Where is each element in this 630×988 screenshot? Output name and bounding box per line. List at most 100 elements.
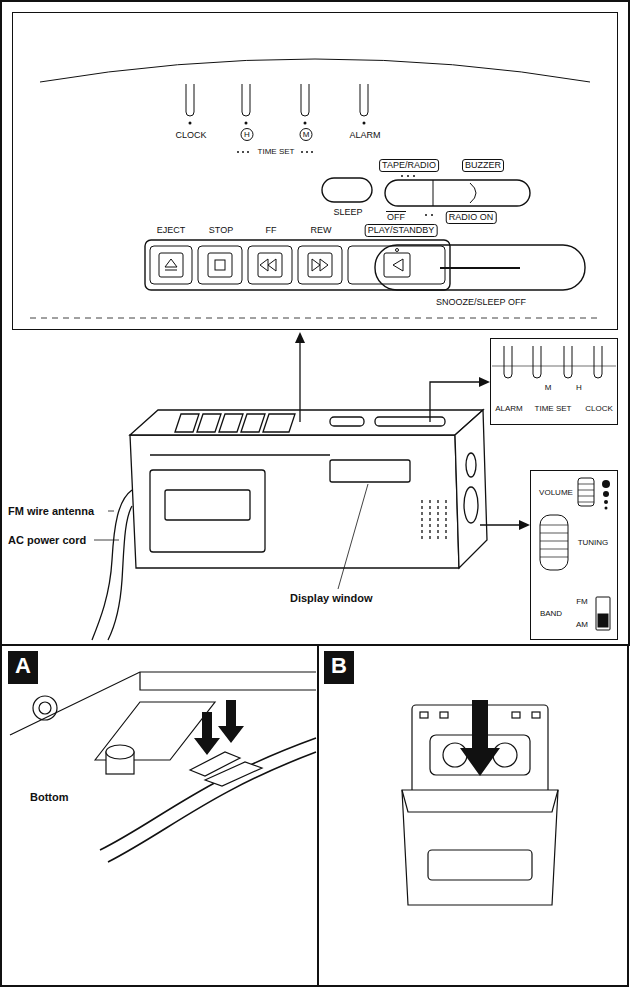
control-panel-drawing: [30, 59, 600, 318]
control-panel-drawing: [237, 151, 239, 153]
control-label: RADIO ON: [446, 211, 497, 224]
wires-and-leaders: [480, 524, 522, 525]
clock-radio-unit: [150, 454, 330, 455]
clock-radio-unit: [375, 417, 445, 426]
part-label: Display window: [290, 591, 373, 605]
clock-radio-unit: [466, 453, 476, 477]
control-label: SNOOZE/SLEEP OFF: [436, 297, 526, 308]
bottom-cord-holder-drawing: [194, 700, 244, 755]
slide-switch-drawing: [564, 346, 572, 378]
control-panel-drawing: [306, 151, 308, 153]
cassette-insert-drawing: [420, 712, 428, 718]
side-controls-drawing: [540, 515, 568, 570]
slide-switch-callout: ALARMMTIME SETHCLOCK: [490, 338, 618, 425]
control-panel-callout: CLOCKHMALARMTIME SETTAPE/RADIOBUZZERSLEE…: [12, 12, 618, 330]
bottom-cord-holder-drawing: [205, 762, 262, 786]
frames: [1, 1, 629, 645]
control-panel-drawing: [470, 183, 476, 203]
control-panel-drawing: [40, 59, 590, 82]
control-panel-drawing: [242, 84, 250, 116]
bottom-cord-holder-drawing: [140, 672, 316, 690]
wires-and-leaders: [108, 511, 114, 512]
wires-and-leaders: [299, 340, 300, 422]
bottom-cord-holder-drawing: [108, 752, 316, 862]
control-panel-drawing: [360, 84, 368, 116]
control-panel-drawing: [145, 240, 450, 290]
wires-and-leaders: [94, 540, 119, 541]
control-label: H: [241, 128, 254, 141]
part-label: Bottom: [30, 790, 69, 804]
wires-and-leaders: [108, 506, 132, 640]
control-panel-drawing: [375, 245, 585, 290]
cassette-insert-drawing: [532, 712, 540, 718]
slide-switch-drawing: [492, 346, 616, 378]
clock-radio-unit: [197, 414, 221, 432]
side-controls-drawing: [540, 478, 610, 630]
control-panel-drawing: [363, 122, 366, 125]
clock-radio-unit: [175, 414, 199, 432]
control-panel-drawing: [30, 318, 600, 319]
clock-radio-unit: [330, 417, 364, 426]
control-label: TUNING: [578, 538, 609, 548]
cassette-insert-drawing: [493, 743, 517, 767]
control-label: OFF: [386, 211, 406, 223]
bottom-cord-holder-drawing: [194, 712, 220, 755]
control-panel-drawing: [407, 175, 409, 177]
bottom-cord-holder-drawing: [106, 745, 134, 759]
control-panel-drawing: [311, 151, 313, 153]
control-label: VOLUME: [539, 488, 573, 498]
control-label: TIME SET: [535, 404, 572, 414]
arrowheads: [295, 332, 530, 530]
clock-radio-unit: [455, 410, 487, 568]
control-panel-drawing: [186, 84, 194, 116]
control-panel-drawing: [150, 246, 192, 284]
clock-radio-unit: [130, 410, 487, 568]
control-panel-drawing: [440, 267, 520, 269]
clock-radio-unit: [464, 487, 478, 523]
frames: [318, 645, 628, 986]
control-panel-drawing: [413, 175, 415, 177]
clock-radio-unit: [150, 470, 265, 552]
side-controls-drawing: [598, 614, 608, 627]
clock-radio-unit: [330, 460, 410, 482]
cassette-insert-drawing: [402, 700, 558, 905]
wires-and-leaders: [430, 382, 482, 422]
clock-radio-unit: [165, 490, 250, 520]
side-controls-drawing: [602, 480, 610, 510]
control-panel-drawing: [348, 246, 445, 284]
control-label: TIME SET: [258, 147, 295, 157]
control-panel-drawing: [298, 246, 342, 284]
wires-and-leaders: [338, 484, 368, 589]
control-label: M: [300, 128, 313, 141]
control-panel-drawing: [258, 253, 282, 277]
arrowheads: [295, 332, 305, 343]
bottom-cord-holder-drawing: [10, 672, 316, 862]
control-label: STOP: [209, 225, 233, 236]
side-controls-drawing: [604, 500, 608, 504]
part-label: AC power cord: [8, 533, 86, 547]
control-panel-drawing: [385, 180, 530, 206]
clock-radio-unit: [219, 414, 243, 432]
bottom-cord-holder-drawing: [100, 738, 316, 850]
clock-radio-unit: [422, 500, 446, 540]
bottom-cord-holder-drawing: [39, 702, 51, 714]
control-label: BAND: [540, 609, 562, 619]
control-panel-drawing: [260, 259, 276, 271]
side-controls-drawing: [605, 507, 608, 510]
control-label: AM: [576, 620, 588, 630]
control-label: FF: [266, 225, 277, 236]
slide-switch-drawing: [594, 346, 602, 378]
control-panel-drawing: [301, 84, 309, 116]
control-panel-drawing: [304, 122, 307, 125]
control-panel-drawing: [384, 253, 410, 277]
control-panel-drawing: [322, 178, 372, 202]
control-panel-drawing: [393, 259, 403, 271]
control-label: A: [15, 651, 31, 681]
control-panel-drawing: [165, 259, 177, 270]
side-controls-drawing: [578, 484, 594, 502]
control-label: ALARM: [349, 130, 380, 141]
control-panel-drawing: [425, 214, 427, 216]
